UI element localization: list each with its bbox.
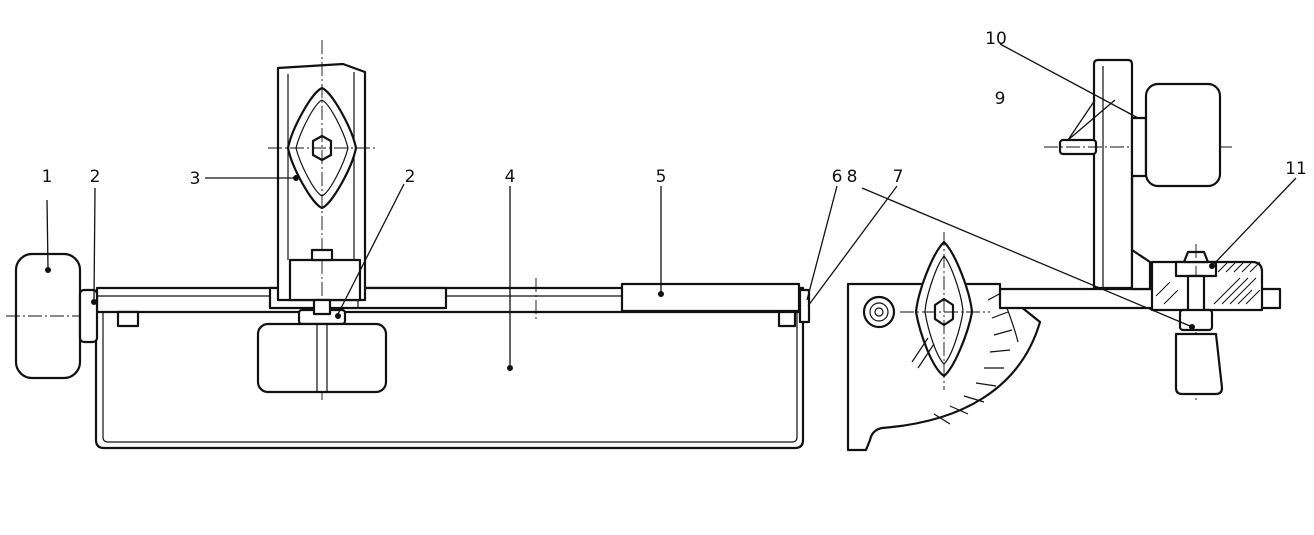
leader-lines bbox=[45, 43, 1297, 371]
callout-6: 6 bbox=[832, 167, 843, 187]
callout-5: 5 bbox=[656, 167, 667, 187]
callout-2: 2 bbox=[405, 167, 416, 187]
lower-knob bbox=[256, 322, 388, 394]
upright-fence bbox=[1092, 58, 1134, 290]
callout-4: 4 bbox=[505, 167, 516, 187]
callout-11: 11 bbox=[1285, 159, 1307, 179]
pivot-nut bbox=[862, 295, 896, 329]
fence-box bbox=[94, 310, 805, 450]
callout-7: 7 bbox=[893, 167, 904, 187]
end-stop bbox=[798, 288, 811, 324]
callout-3: 3 bbox=[190, 169, 201, 189]
scale-strip bbox=[620, 282, 801, 313]
front-view bbox=[6, 40, 811, 450]
callout-9: 9 bbox=[995, 89, 1006, 109]
callout-1: 1 bbox=[42, 167, 53, 187]
side-view bbox=[846, 58, 1282, 452]
side-bottom-knob bbox=[1174, 332, 1224, 396]
callout-10: 10 bbox=[985, 29, 1007, 49]
side-big-knob bbox=[1144, 82, 1222, 188]
callout-8: 8 bbox=[847, 167, 858, 187]
hatching bbox=[1155, 261, 1261, 305]
callout-labels: 1 2 3 2 4 5 6 7 8 9 10 11 bbox=[42, 29, 1307, 189]
callout-2: 2 bbox=[90, 167, 101, 187]
